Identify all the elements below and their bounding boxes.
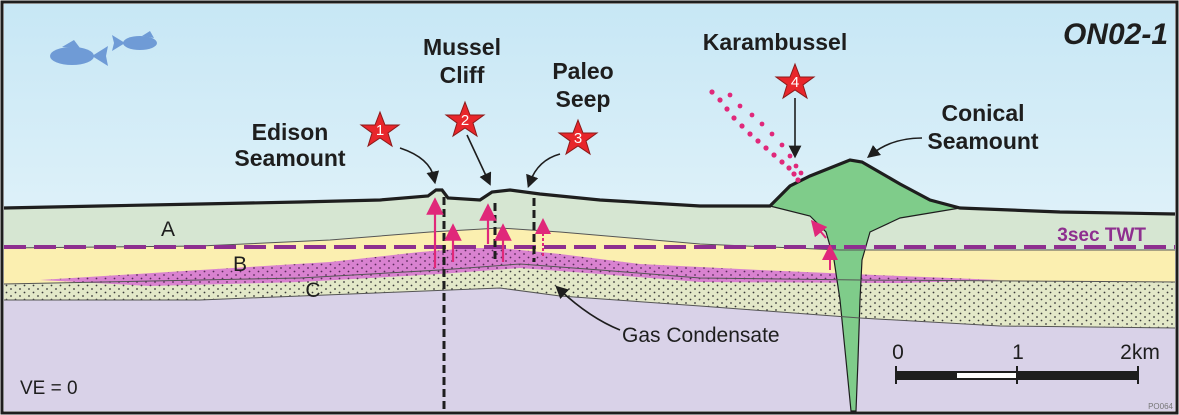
site-label-mussel: Mussel — [423, 34, 501, 60]
panel-id: ON02-1 — [1063, 18, 1168, 51]
star-number: 4 — [791, 74, 799, 91]
layer-label-a: A — [161, 218, 175, 241]
twt-label: 3sec TWT — [1057, 225, 1146, 246]
star-number: 1 — [376, 122, 384, 139]
gas-condensate-label: Gas Condensate — [622, 324, 780, 347]
site-label-edison-line2: Seamount — [234, 145, 346, 171]
layer-label-b: B — [233, 253, 247, 276]
feature-label-seamount: Seamount — [927, 128, 1039, 154]
site-label-karambussel: Karambussel — [703, 29, 847, 55]
ve-label: VE = 0 — [20, 378, 78, 399]
star-number: 2 — [461, 112, 469, 129]
star-number: 3 — [574, 130, 582, 147]
feature-label-conical: Conical — [941, 100, 1024, 126]
site-label-paleo: Paleo — [552, 58, 613, 84]
site-label-edison: Edison — [252, 119, 329, 145]
site-label-mussel-line2: Cliff — [440, 62, 485, 88]
scale-tick-0: 0 — [892, 341, 904, 364]
site-label-paleo-line2: Seep — [556, 86, 611, 112]
scale-tick-2km: 2km — [1120, 341, 1160, 364]
scale-tick-1: 1 — [1012, 341, 1024, 364]
figure-code: PO064 — [1148, 402, 1173, 411]
layer-label-c: C — [305, 279, 320, 302]
